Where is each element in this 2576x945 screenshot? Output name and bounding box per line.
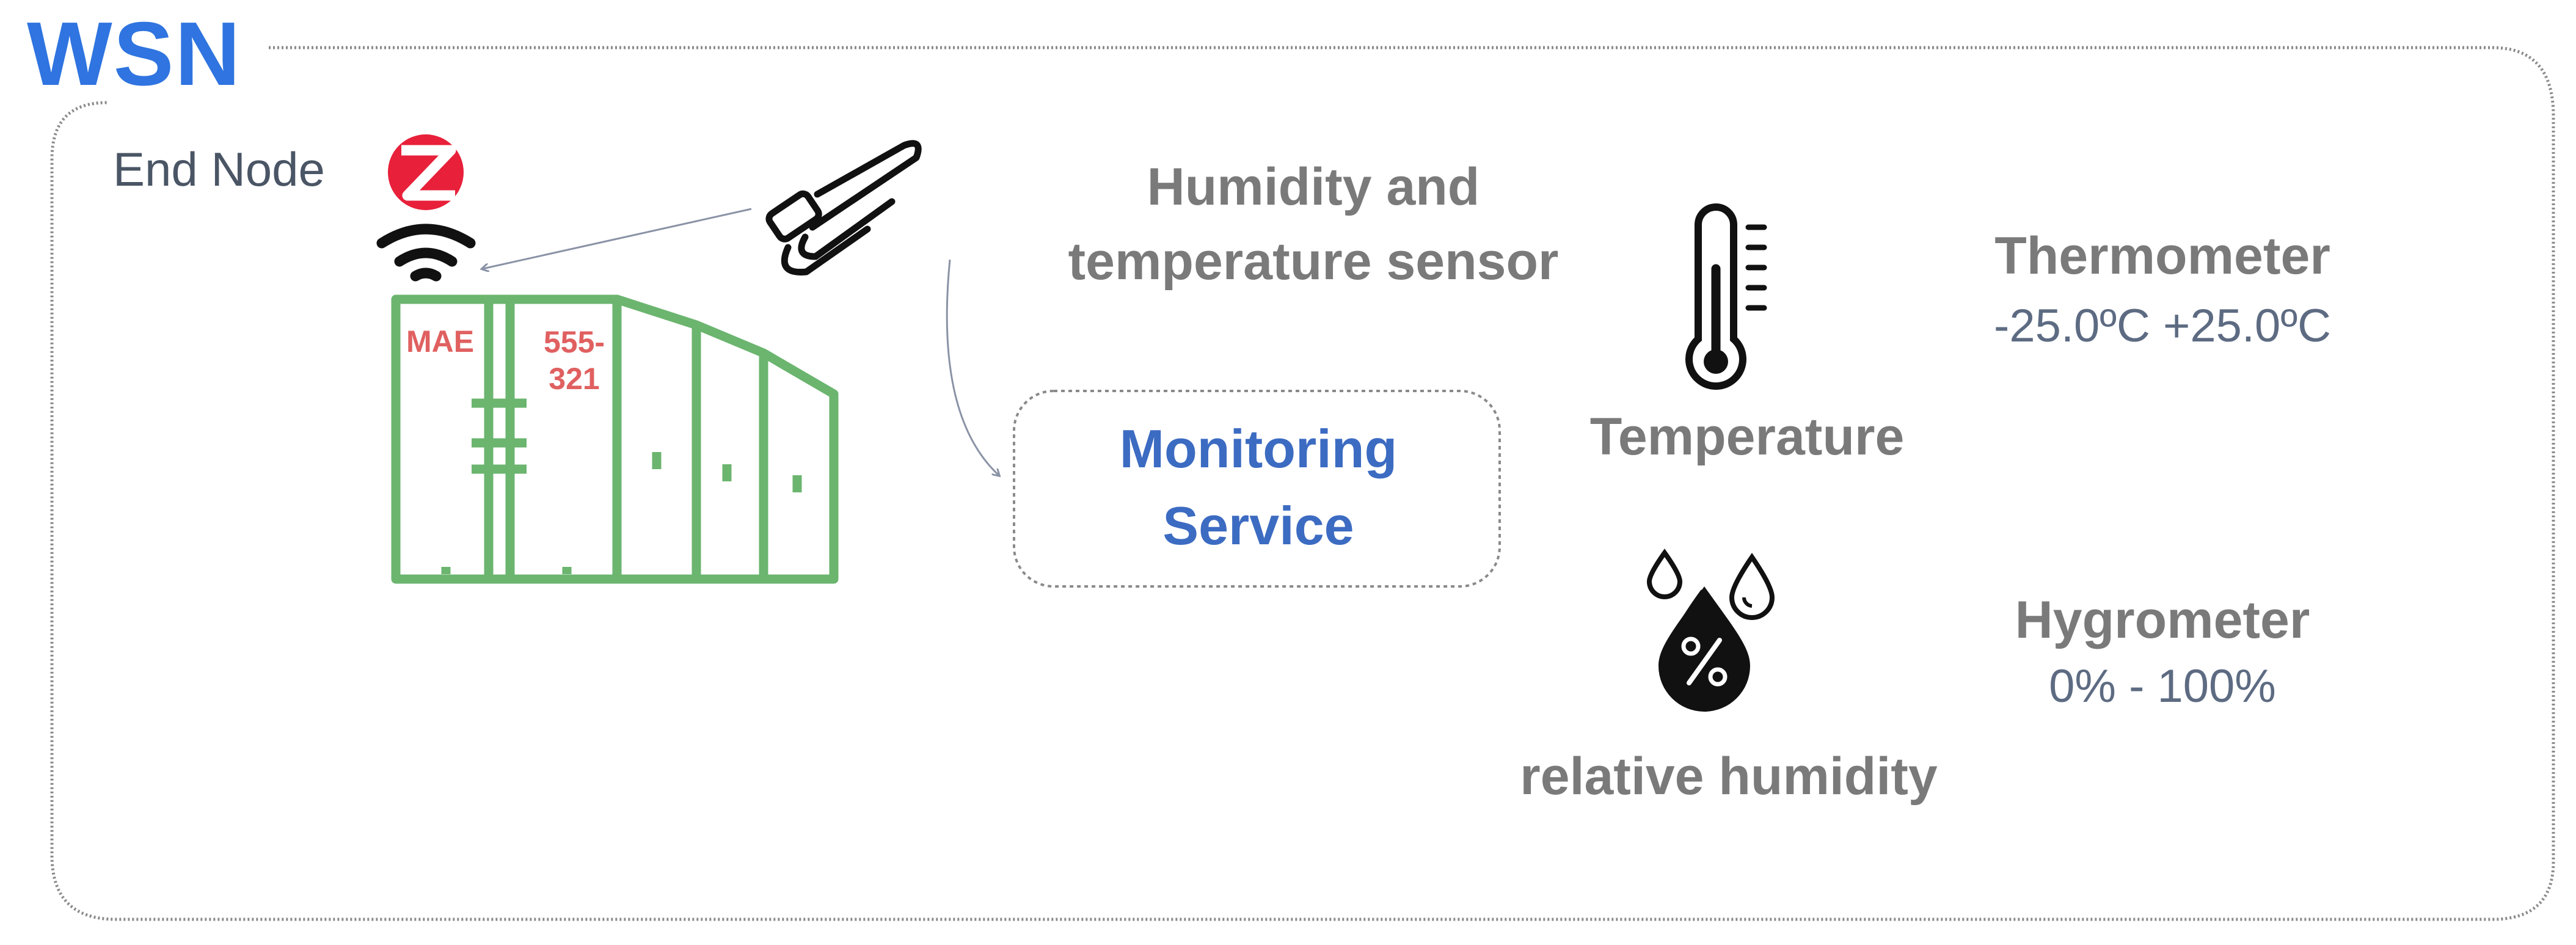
wireless-signal-icon xyxy=(376,224,476,282)
arrow-sensor-to-service xyxy=(946,259,999,475)
monitoring-service-label: Monitoring Service xyxy=(1119,418,1398,556)
cabinet-label-right: 555- 321 xyxy=(543,325,605,396)
monitoring-service-box xyxy=(1013,390,1501,588)
humidity-drops-icon xyxy=(1646,549,1775,712)
relative-humidity-label: relative humidity xyxy=(1520,747,1938,806)
arrow-sensor-to-node xyxy=(483,208,752,269)
zigbee-logo-icon xyxy=(388,134,464,210)
hygrometer-name: Hygrometer xyxy=(2015,591,2310,649)
humidity-temperature-probe-icon xyxy=(765,140,922,275)
diagram-title: WSN xyxy=(27,4,242,104)
thermometer-name: Thermometer xyxy=(1994,227,2330,285)
wsn-boundary xyxy=(50,46,2555,921)
end-node-label: End Node xyxy=(113,142,325,196)
thermometer-range: -25.0ºC +25.0ºC xyxy=(1994,300,2331,352)
sensor-label: Humidity and temperature sensor xyxy=(1068,158,1559,291)
switchgear-cabinet-icon xyxy=(391,294,839,584)
hygrometer-range: 0% - 100% xyxy=(2049,660,2276,712)
temperature-label: Temperature xyxy=(1589,407,1905,466)
cabinet-label-left: MAE xyxy=(406,324,475,359)
thermometer-icon xyxy=(1685,203,1767,390)
